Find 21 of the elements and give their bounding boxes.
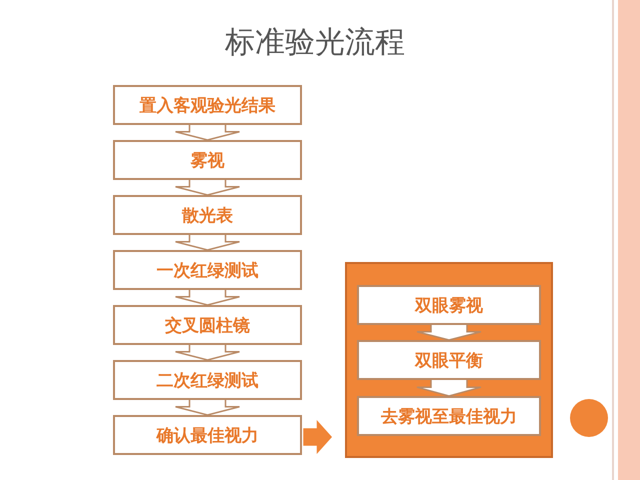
process-box: 双眼雾视: [357, 285, 541, 325]
title: 标准验光流程: [224, 24, 406, 62]
block-arrow: [416, 379, 482, 397]
group-box: [345, 262, 553, 458]
process-box: 去雾视至最佳视力: [357, 396, 541, 436]
block-arrow: [174, 234, 240, 251]
block-arrow: [174, 399, 240, 416]
process-box: 二次红绿测试: [113, 360, 302, 400]
process-box: 置入客观验光结果: [113, 85, 302, 125]
process-box: 交叉圆柱镜: [113, 305, 302, 345]
block-arrow: [416, 324, 482, 341]
process-box: 雾视: [113, 140, 302, 180]
block-arrow: [174, 344, 240, 361]
block-arrow: [174, 289, 240, 306]
block-arrow: [303, 420, 332, 454]
process-box: 确认最佳视力: [113, 415, 302, 455]
process-box: 双眼平衡: [357, 340, 541, 380]
process-box: 一次红绿测试: [113, 250, 302, 290]
block-arrow: [174, 124, 240, 141]
process-box: 散光表: [113, 195, 302, 235]
block-arrow: [174, 179, 240, 196]
